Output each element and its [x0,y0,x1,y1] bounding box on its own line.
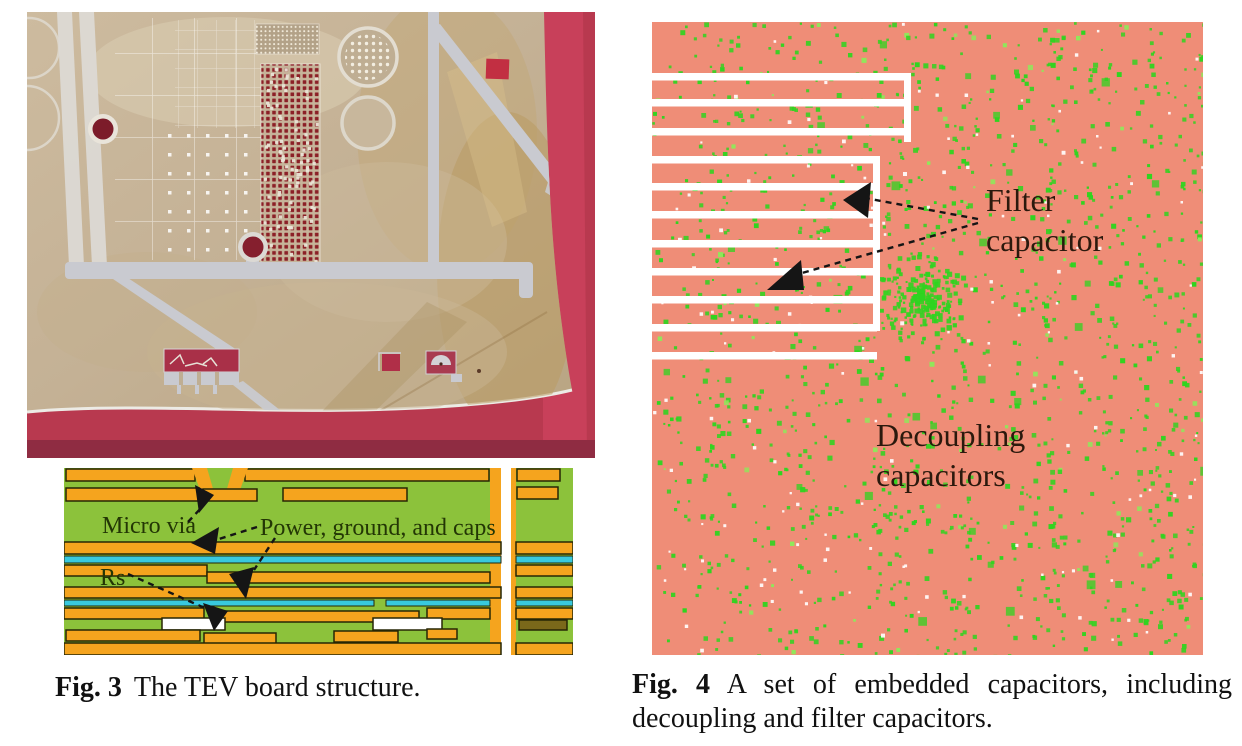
filter-capacitor-stripes [652,73,911,360]
fig3-caption: Fig. 3 The TEV board structure. [55,671,575,705]
bga-dot-array [255,23,320,55]
embedded-resistor [372,617,443,631]
fig4-caption-line1-text: A set of embedded capacitors, including [726,669,1232,700]
speckle-field [652,22,1203,655]
filter-capacitor-label-line2: capacitor [986,222,1104,258]
power-ground-caps-label: Power, ground, and caps [260,515,496,541]
board-cross-section [64,468,573,655]
fig4-caption-number: Fig. 4 [632,669,711,700]
micro-via-label: Micro via [102,513,196,539]
fig3-caption-number: Fig. 3 [55,672,122,703]
grid-pattern-small [175,20,271,128]
square-cutout [378,352,401,371]
fiducial-dot [477,369,481,373]
fig3-caption-text: The TEV board structure. [133,672,421,703]
dotted-circle-pad [337,26,399,88]
decoupling-capacitors-label-line1: Decoupling [876,417,1025,453]
edge-ring [27,84,61,152]
via-hole-array [260,63,321,267]
square-cutout [485,58,510,80]
ring-pad [340,95,396,151]
fig4-caption-line2: decoupling and filter capacitors. [632,703,993,734]
annotation-arrows [767,182,979,290]
capacitor-layer-background [652,22,1203,655]
rs-label: Rs [100,565,125,591]
annotation-arrows [127,485,277,631]
fig4-caption: Fig. 4 A set of embedded capacitors, inc… [632,668,1232,736]
drill-hole [88,114,118,144]
embedded-capacitors-image: Filter capacitor Decoupling capacitors [652,22,1203,655]
decoupling-capacitors-label-line2: capacitors [876,457,1006,493]
drill-hole [238,232,268,262]
circuit-board [27,12,573,414]
filter-capacitor-label-line1: Filter [986,182,1056,218]
fig4-caption-line1: Fig. 4 A set of embedded capacitors, inc… [632,668,1232,702]
component-cutout [425,350,462,382]
table-edge-shadow [27,440,595,458]
tev-board-structure-diagram: Micro via Power, ground, and caps Rs [64,468,573,655]
tev-board-photo [27,12,595,458]
